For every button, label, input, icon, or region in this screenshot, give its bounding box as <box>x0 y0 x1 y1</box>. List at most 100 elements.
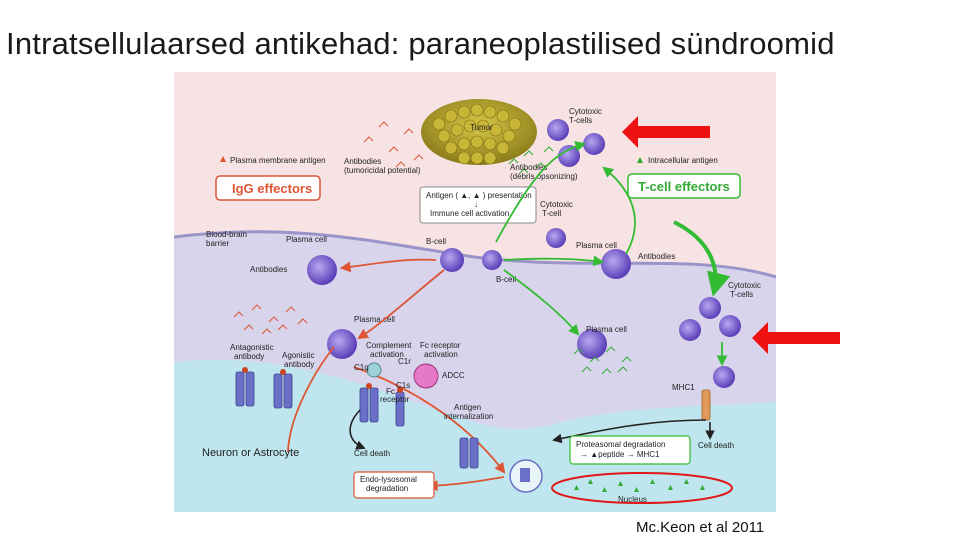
blood-brain-barrier-line1: Blood-brain <box>206 230 247 239</box>
antagonistic-antibody-label: Antagonistic antibody <box>230 343 276 361</box>
fc-receptor-line2: receptor <box>380 395 410 404</box>
antagonistic-antibody-line1: Antagonistic <box>230 343 274 352</box>
nucleus-antigens <box>574 479 705 492</box>
antigen-internalization-label: Antigen internalization <box>444 403 493 421</box>
plasma-cell-center-label: Plasma cell <box>354 315 395 324</box>
cytotoxic-tcells-right <box>679 297 741 388</box>
cell-death-left-label: Cell death <box>354 449 390 458</box>
cytotoxic-tcell-mid-line1: Cytotoxic <box>540 200 573 209</box>
mhc1-label: MHC1 <box>672 383 695 392</box>
antibodies-tumoricidal-label: Antibodies (tumoricidal potential) <box>344 157 421 175</box>
plasma-cell-lower-right-label: Plasma cell <box>586 325 627 334</box>
antibodies-right-label: Antibodies <box>638 252 675 261</box>
cytotoxic-tcell-mid-line2: T-cell <box>542 209 561 218</box>
blood-brain-barrier-line2: barrier <box>206 239 229 248</box>
agonistic-antibody-label: Agonistic antibody <box>282 351 317 369</box>
orange-arrows <box>287 258 506 492</box>
bcell-left <box>440 248 464 272</box>
intracellular-antigen-icon <box>637 157 643 163</box>
complement-complex <box>366 362 382 378</box>
plasma-cell-left-label: Plasma cell <box>286 235 327 244</box>
highlight-arrow-top <box>622 116 710 148</box>
blood-brain-barrier-label: Blood-brain barrier <box>206 230 249 248</box>
tumor-mass <box>421 99 537 165</box>
antibodies-debris-line1: Antibodies <box>510 163 547 172</box>
antibodies-cluster-left <box>233 304 308 335</box>
antibodies-tumoricidal-line1: Antibodies <box>344 157 381 166</box>
antibodies-debris-glyphs <box>508 146 554 175</box>
antibodies-debris-line2: (debris opsonizing) <box>510 172 578 181</box>
cytotoxic-tcells-right-line1: Cytotoxic <box>728 281 761 290</box>
bcell-right-label: B-cell <box>496 275 516 284</box>
adcc-cell <box>413 363 439 389</box>
c1q-label: C1q <box>354 363 369 372</box>
agonistic-antibody-line2: antibody <box>284 360 314 369</box>
antibodies-tumoricidal-line2: (tumoricidal potential) <box>344 166 421 175</box>
cytotoxic-tcells-top-line1: Cytotoxic <box>569 107 602 116</box>
proteasomal-degradation-line1: Proteasomal degradation <box>576 440 665 449</box>
antibodies-cluster-right <box>573 346 632 375</box>
antigen-presentation-label: Antigen ( ▲, ▲ ) presentation ↓ Immune c… <box>426 191 534 218</box>
fc-receptor-label: Fc receptor <box>380 387 410 404</box>
endo-lysosomal-label: Endo-lysosomal degradation <box>360 475 419 493</box>
antagonistic-antibody-line2: antibody <box>234 352 264 361</box>
c1r-label: C1r <box>398 357 411 366</box>
cytotoxic-tcells-right-label: Cytotoxic T-cells <box>728 281 763 299</box>
fc-receptor-activation-label: Fc receptor activation <box>420 341 463 359</box>
bcell-left-label: B-cell <box>426 237 446 246</box>
plasma-cell-right <box>601 249 631 279</box>
membrane-receptors <box>235 371 711 469</box>
c1s-label: C1s <box>396 381 410 390</box>
tumor-label: Tumor <box>470 123 493 132</box>
green-arrows <box>495 141 731 367</box>
adcc-label: ADCC <box>442 371 465 380</box>
plasma-cell-center <box>327 329 357 359</box>
citation: Mc.Keon et al 2011 <box>636 519 765 536</box>
cytotoxic-tcell-mid <box>546 228 566 248</box>
plasma-membrane-antigen-icon <box>220 156 226 162</box>
nucleus-label: Nucleus <box>618 495 647 504</box>
vesicle-receptor <box>520 468 530 482</box>
igg-effectors-label: IgG effectors <box>232 181 312 196</box>
complement-activation-line1: Complement <box>366 341 412 350</box>
antigen-presentation-line1: Antigen ( ▲, ▲ ) presentation <box>426 191 532 200</box>
proteasomal-degradation-label: Proteasomal degradation → ▲peptide → MHC… <box>576 440 668 459</box>
cytotoxic-tcells-top-label: Cytotoxic T-cells <box>569 107 604 125</box>
antigen-presentation-box <box>419 186 537 224</box>
slide-title: Intratsellulaarsed antikehad: paraneopla… <box>6 26 835 61</box>
proteasomal-degradation-box <box>569 435 691 465</box>
antibodies-debris-label: Antibodies (debris opsonizing) <box>510 163 578 181</box>
tcell-effectors-label: T-cell effectors <box>638 179 730 194</box>
antigen-internalization-line2: internalization <box>444 412 493 421</box>
fc-receptor-activation-line1: Fc receptor <box>420 341 461 350</box>
antibodies-tumoricidal-glyphs <box>363 121 424 168</box>
endo-lysosomal-line1: Endo-lysosomal <box>360 475 417 484</box>
blood-brain-barrier-line <box>174 230 776 279</box>
complement-activation-label: Complement activation <box>366 341 414 359</box>
fc-receptor-activation-line2: activation <box>424 350 458 359</box>
bcell-right <box>482 250 502 270</box>
intracellular-antigen-label: Intracellular antigen <box>648 156 718 165</box>
agonistic-antibody-line1: Agonistic <box>282 351 314 360</box>
highlight-arrow-right <box>752 322 840 354</box>
cell-death-right-label: Cell death <box>698 441 734 450</box>
immune-mechanism-figure: Tumor Cytotoxic T-cells Plasma membrane … <box>174 72 776 512</box>
antigen-presentation-line2: ↓ <box>474 200 478 209</box>
tcell-effectors-box <box>627 173 741 199</box>
fc-receptor-line1: Fc <box>386 387 395 396</box>
proteasomal-degradation-line2: → ▲peptide → MHC1 <box>580 450 660 459</box>
neuron-or-astrocyte-label: Neuron or Astrocyte <box>202 447 299 459</box>
plasma-cell-left <box>307 255 337 285</box>
complement-activation-line2: activation <box>370 350 404 359</box>
antibodies-left-label: Antibodies <box>250 265 287 274</box>
endo-lysosomal-line2: degradation <box>366 484 408 493</box>
plasma-cell-right-label: Plasma cell <box>576 241 617 250</box>
cytotoxic-tcell-mid-label: Cytotoxic T-cell <box>540 200 575 218</box>
endo-lysosomal-box <box>353 471 435 499</box>
antigen-internalization-line1: Antigen <box>454 403 481 412</box>
antigen-presentation-line3: Immune cell activation <box>430 209 509 218</box>
plasma-cell-lower-right <box>577 329 607 359</box>
igg-effectors-box <box>215 175 321 201</box>
nucleus-highlight-ellipse <box>551 472 733 504</box>
cytotoxic-tcells-top-line2: T-cells <box>569 116 592 125</box>
